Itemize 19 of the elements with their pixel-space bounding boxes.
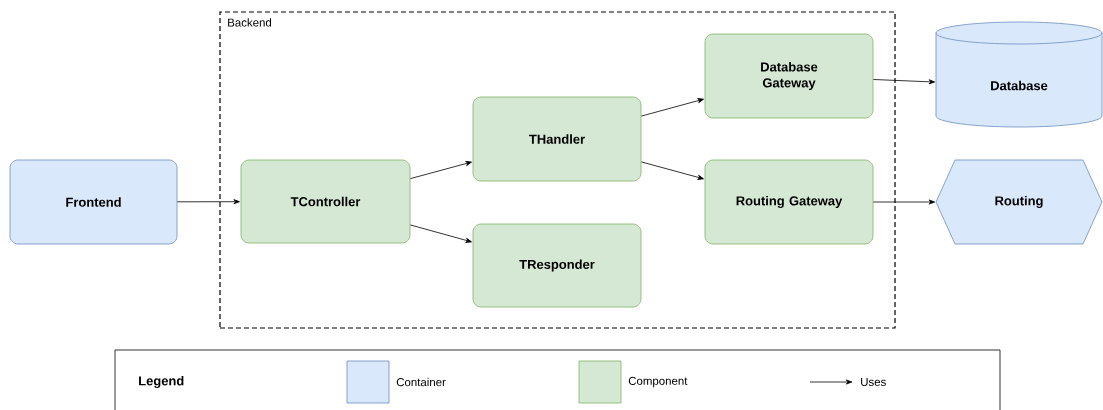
component-box: THandler	[472, 96, 642, 182]
component-box: Routing Gateway	[704, 159, 874, 245]
database-cylinder: Database	[935, 21, 1103, 128]
legend-text: Uses	[861, 378, 886, 386]
legend-text: Component	[628, 376, 688, 388]
arrow	[177, 199, 240, 205]
arrow	[410, 224, 472, 243]
arrow	[873, 199, 936, 205]
arrow	[641, 98, 704, 117]
component-box: TController	[240, 159, 411, 244]
service-hexagon: Routing	[935, 159, 1103, 245]
arrow	[410, 161, 472, 179]
arrow	[641, 161, 704, 180]
legend-text: Container	[396, 377, 446, 387]
container-box: Frontend	[9, 159, 178, 245]
legend-title: Legend	[139, 375, 184, 389]
component-box: Database Gateway	[704, 33, 874, 119]
arrow	[873, 79, 936, 85]
component-box: TResponder	[472, 223, 642, 308]
